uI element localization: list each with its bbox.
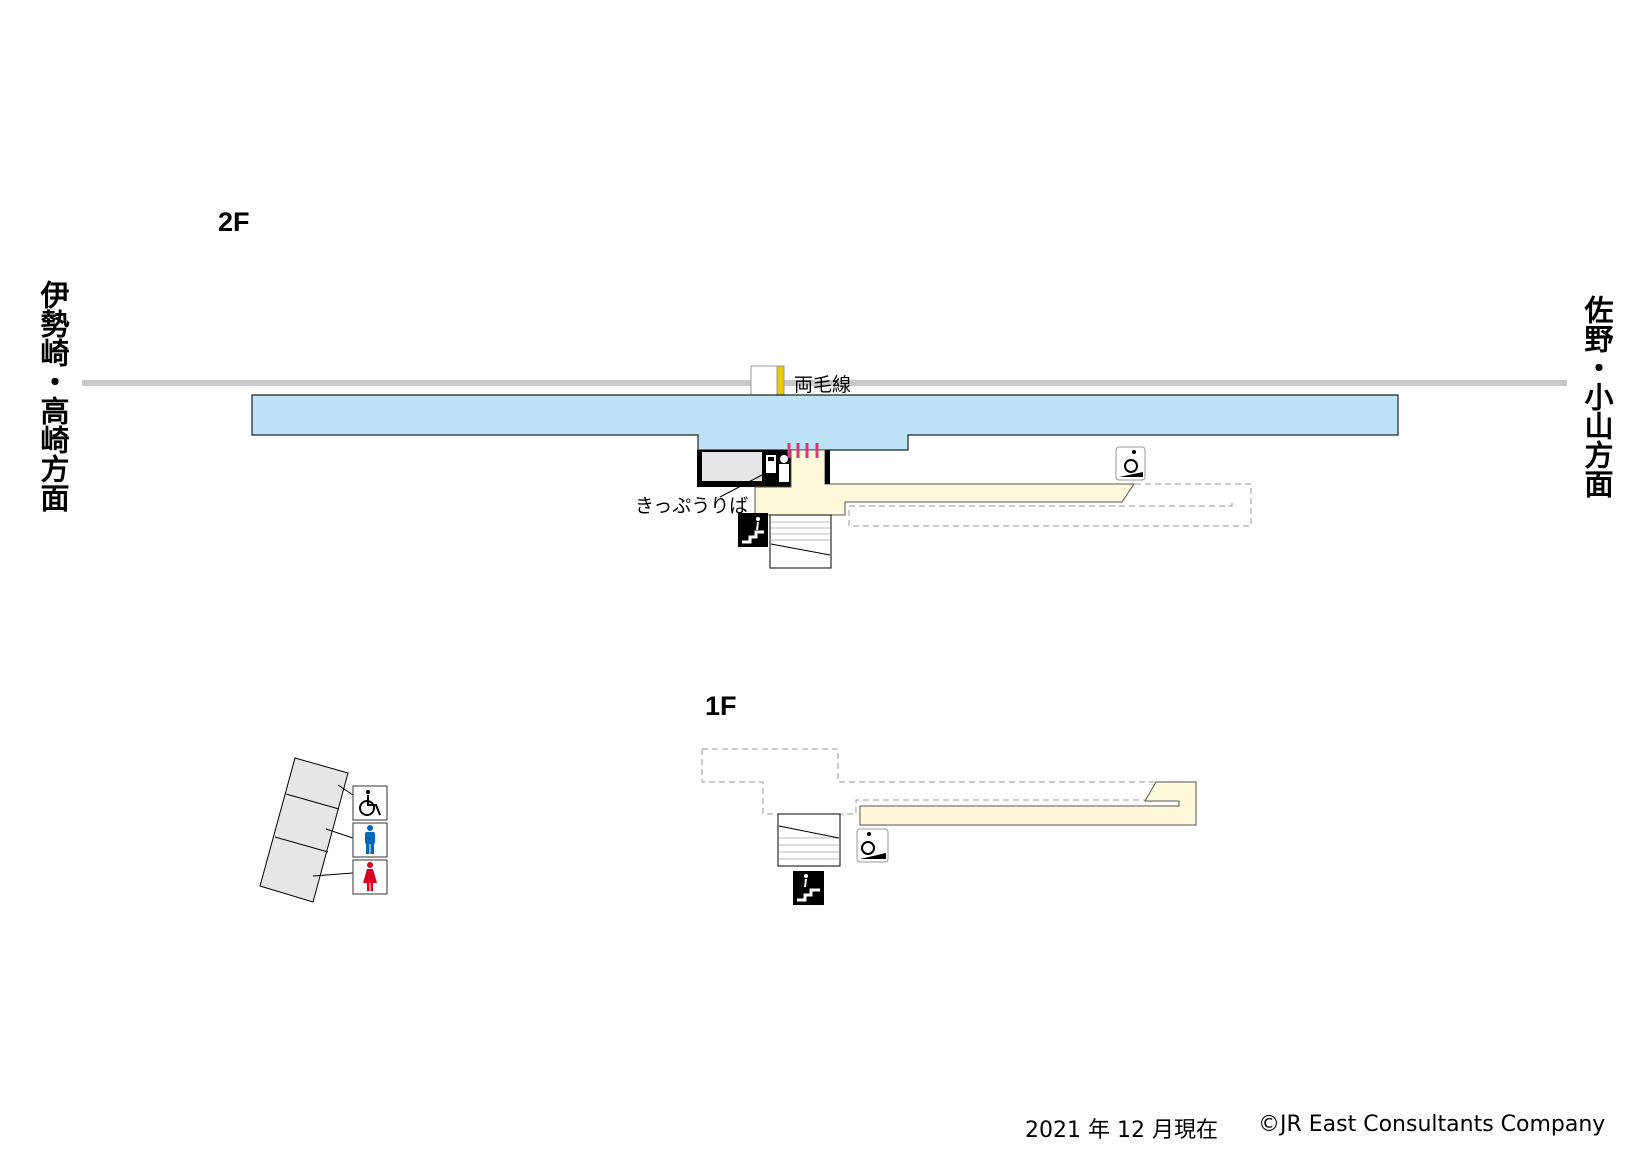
ticket-gates — [787, 443, 819, 458]
ticket-office-room — [702, 452, 762, 481]
direction-right: 佐野・小山方面 — [1580, 295, 1614, 498]
footer-date: 2021 年 12 月現在 — [1025, 1118, 1218, 1143]
ramp-outline-1f — [701, 748, 1156, 815]
men-toilet-icon — [352, 822, 388, 858]
wheelchair-toilet-icon — [352, 785, 388, 821]
wheelchair-ramp-icon — [1115, 446, 1146, 481]
stairs-2f[interactable] — [769, 514, 832, 569]
concourse[interactable] — [754, 449, 1135, 516]
ramp-1f[interactable] — [859, 781, 1197, 826]
line-sign — [750, 365, 778, 397]
direction-left: 伊勢崎・高崎方面 — [36, 280, 70, 512]
stairs-1f[interactable] — [777, 813, 841, 867]
line-color-bar — [776, 365, 785, 397]
leader-line — [719, 474, 763, 498]
wheelchair-ramp-icon — [856, 828, 889, 863]
footer-copyright: ©JR East Consultants Company — [1258, 1112, 1606, 1137]
line-name: 両毛線 — [794, 374, 851, 396]
stairs-down-icon — [738, 513, 768, 547]
floor-label-2f: 2F — [218, 207, 250, 237]
women-toilet-icon — [352, 859, 388, 895]
wall — [825, 450, 830, 484]
ticket-office-label: きっぷうりば — [635, 495, 748, 517]
ramp-outline-2f — [848, 483, 1252, 527]
railway-track — [82, 380, 1567, 386]
floor-label-1f: 1F — [705, 691, 737, 721]
stairs-up-icon — [793, 871, 824, 905]
ticket-machine-icon — [766, 455, 789, 482]
toilet-building — [259, 757, 354, 903]
platform[interactable] — [251, 394, 1399, 451]
